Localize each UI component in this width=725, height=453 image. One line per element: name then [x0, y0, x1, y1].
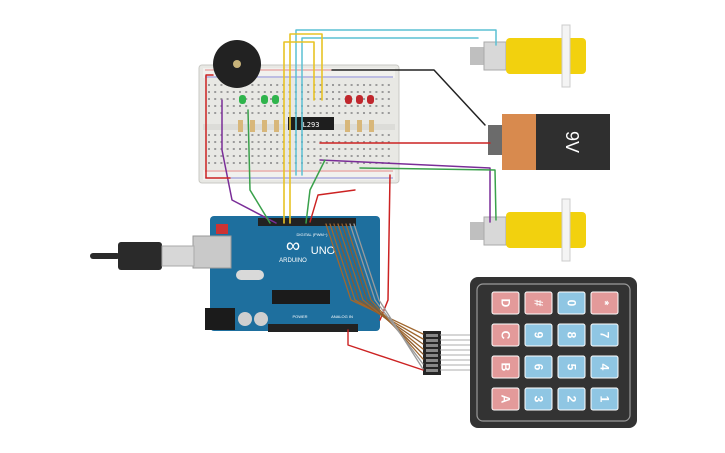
keypad-ribbon: [440, 334, 471, 371]
keypad-key-label: 7: [598, 332, 612, 339]
keypad-connector: [423, 331, 441, 375]
green-led-3: [272, 95, 279, 104]
keypad-key-label: C: [499, 331, 513, 340]
digital-header-label: DIGITAL (PWM~): [297, 232, 329, 237]
keypad-key-0[interactable]: 0: [557, 291, 586, 315]
battery-9v: 9V: [488, 114, 610, 170]
chip-label: L293: [303, 121, 320, 129]
dc-motor-bottom: [470, 198, 586, 262]
connector-pins: [426, 334, 438, 372]
keypad-key-label: 6: [532, 364, 546, 371]
keypad-key-label: 4: [598, 364, 612, 371]
keypad-key-label: D: [499, 299, 513, 308]
keypad-key-7[interactable]: 7: [590, 323, 619, 347]
keypad-4x4: 1 2 3 A 4 5 6 B 7 8 9 C * 0 # D: [470, 277, 637, 428]
l293-chip: L293: [288, 117, 334, 130]
keypad-key-label: 5: [565, 364, 579, 371]
keypad-wire-bundle: [325, 223, 424, 370]
usb-cable: [90, 242, 195, 270]
keypad-key-3[interactable]: 3: [524, 387, 553, 411]
keypad-key-label: 9: [532, 332, 546, 339]
buzzer: [213, 40, 261, 88]
keypad-key-4[interactable]: 4: [590, 355, 619, 379]
keypad-key-D[interactable]: D: [491, 291, 520, 315]
keypad-key-label: 0: [565, 300, 579, 307]
keypad-key-label: B: [499, 363, 513, 372]
arduino-brand: ARDUINO: [279, 258, 307, 264]
keypad-key-5[interactable]: 5: [557, 355, 586, 379]
resistor: [238, 120, 374, 132]
keypad-key-#[interactable]: #: [524, 291, 553, 315]
wires: [205, 29, 497, 371]
keypad-key-2[interactable]: 2: [557, 387, 586, 411]
keypad-key-9[interactable]: 9: [524, 323, 553, 347]
arduino-logo: ∞: [286, 235, 300, 257]
keypad-key-C[interactable]: C: [491, 323, 520, 347]
dc-motor-top: [470, 24, 586, 88]
keypad-keys: 1 2 3 A 4 5 6 B 7 8 9 C * 0 # D: [491, 291, 619, 411]
keypad-key-8[interactable]: 8: [557, 323, 586, 347]
keypad-key-6[interactable]: 6: [524, 355, 553, 379]
keypad-key-label: 1: [598, 396, 612, 403]
keypad-key-label: #: [532, 300, 546, 307]
green-led-2: [261, 95, 268, 104]
red-led-2: [356, 95, 363, 104]
keypad-key-*[interactable]: *: [590, 291, 619, 315]
keypad-key-B[interactable]: B: [491, 355, 520, 379]
green-led-1: [239, 95, 246, 104]
keypad-key-1[interactable]: 1: [590, 387, 619, 411]
keypad-key-label: 8: [565, 332, 579, 339]
keypad-key-label: 2: [565, 396, 579, 403]
keypad-key-A[interactable]: A: [491, 387, 520, 411]
analog-header-label: ANALOG IN: [331, 314, 353, 319]
keypad-key-label: 3: [532, 396, 546, 403]
red-led-1: [345, 95, 352, 104]
keypad-key-label: *: [598, 301, 612, 306]
power-header-label: POWER: [292, 314, 307, 319]
battery-voltage: 9V: [562, 131, 582, 153]
arduino-uno-board: ∞ ARDUINO UNO DIGITAL (PWM~) ANALOG IN P…: [192, 216, 380, 332]
red-led-3: [367, 95, 374, 104]
keypad-key-label: A: [499, 395, 513, 404]
arduino-model: UNO: [311, 245, 336, 257]
